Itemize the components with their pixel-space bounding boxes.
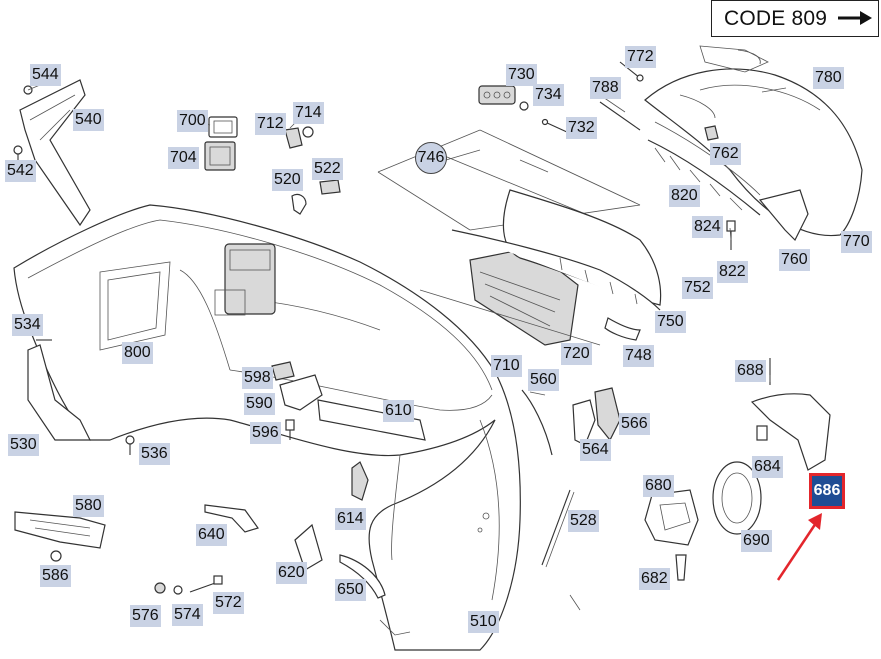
part-label-788[interactable]: 788	[590, 77, 621, 99]
lower-small-parts-drawing	[204, 461, 575, 599]
tow-bracket-drawing	[750, 358, 831, 471]
code-header: CODE 809	[711, 0, 879, 37]
part-label-580[interactable]: 580	[73, 495, 104, 517]
lower-trim-drawing	[419, 189, 662, 346]
part-label-760[interactable]: 760	[779, 249, 810, 271]
part-label-730[interactable]: 730	[506, 64, 537, 86]
part-label-520[interactable]: 520	[272, 169, 303, 191]
rear-clips-drawing	[647, 125, 809, 250]
part-label-574[interactable]: 574	[172, 604, 203, 626]
part-label-596[interactable]: 596	[250, 422, 281, 444]
part-label-560[interactable]: 560	[528, 369, 559, 391]
part-label-750[interactable]: 750	[655, 311, 686, 333]
part-label-640[interactable]: 640	[196, 524, 227, 546]
part-label-690[interactable]: 690	[741, 530, 772, 552]
module-700-drawing	[204, 116, 238, 171]
part-label-590[interactable]: 590	[244, 393, 275, 415]
part-label-682[interactable]: 682	[639, 568, 670, 590]
part-label-684[interactable]: 684	[752, 456, 783, 478]
part-label-820[interactable]: 820	[669, 185, 700, 207]
part-label-542[interactable]: 542	[5, 160, 36, 182]
part-label-572[interactable]: 572	[213, 592, 244, 614]
part-label-544[interactable]: 544	[30, 64, 61, 86]
part-label-700[interactable]: 700	[177, 110, 208, 132]
part-label-528[interactable]: 528	[568, 510, 599, 532]
part-label-540[interactable]: 540	[73, 109, 104, 131]
part-label-734[interactable]: 734	[533, 84, 564, 106]
part-label-710[interactable]: 710	[491, 355, 522, 377]
part-label-598[interactable]: 598	[242, 367, 273, 389]
part-label-610[interactable]: 610	[383, 400, 414, 422]
part-label-822[interactable]: 822	[717, 261, 748, 283]
part-label-732[interactable]: 732	[566, 117, 597, 139]
left-bracket-580-drawing	[14, 511, 106, 562]
clip-712-drawing	[284, 126, 314, 149]
part-label-688[interactable]: 688	[735, 360, 766, 382]
part-label-620[interactable]: 620	[276, 562, 307, 584]
part-label-712[interactable]: 712	[255, 113, 286, 135]
part-label-714[interactable]: 714	[293, 102, 324, 124]
code-label: CODE 809	[724, 7, 828, 30]
left-side-parts-drawing	[27, 339, 135, 455]
right-arrow-icon	[838, 11, 872, 25]
part-label-510[interactable]: 510	[468, 611, 499, 633]
part-label-564[interactable]: 564	[580, 439, 611, 461]
part-label-680[interactable]: 680	[643, 475, 674, 497]
part-label-534[interactable]: 534	[12, 314, 43, 336]
side-reflectors-drawing	[521, 387, 621, 456]
sensor-unit-drawing	[214, 243, 276, 316]
callout-arrow	[776, 513, 822, 581]
tow-hook-cover-drawing	[644, 461, 762, 581]
part-label-824[interactable]: 824	[692, 216, 723, 238]
part-label-772[interactable]: 772	[625, 46, 656, 68]
part-label-530[interactable]: 530	[8, 434, 39, 456]
group-label-746[interactable]: 746	[415, 142, 447, 174]
part-label-566[interactable]: 566	[619, 413, 650, 435]
bracket-540-drawing	[13, 79, 91, 227]
part-label-650[interactable]: 650	[335, 579, 366, 601]
part-label-780[interactable]: 780	[813, 67, 844, 89]
part-label-576[interactable]: 576	[130, 605, 161, 627]
part-label-748[interactable]: 748	[623, 345, 654, 367]
part-label-752[interactable]: 752	[682, 277, 713, 299]
bracket-522-drawing	[291, 179, 341, 215]
part-label-800[interactable]: 800	[122, 342, 153, 364]
part-label-536[interactable]: 536	[139, 443, 170, 465]
callout-label-686[interactable]: 686	[809, 473, 845, 509]
part-label-762[interactable]: 762	[710, 143, 741, 165]
part-label-770[interactable]: 770	[841, 231, 872, 253]
part-label-586[interactable]: 586	[40, 565, 71, 587]
fasteners-bottom-drawing	[154, 575, 223, 595]
part-label-704[interactable]: 704	[168, 147, 199, 169]
part-label-522[interactable]: 522	[312, 158, 343, 180]
part-label-614[interactable]: 614	[335, 508, 366, 530]
part-label-720[interactable]: 720	[561, 343, 592, 365]
